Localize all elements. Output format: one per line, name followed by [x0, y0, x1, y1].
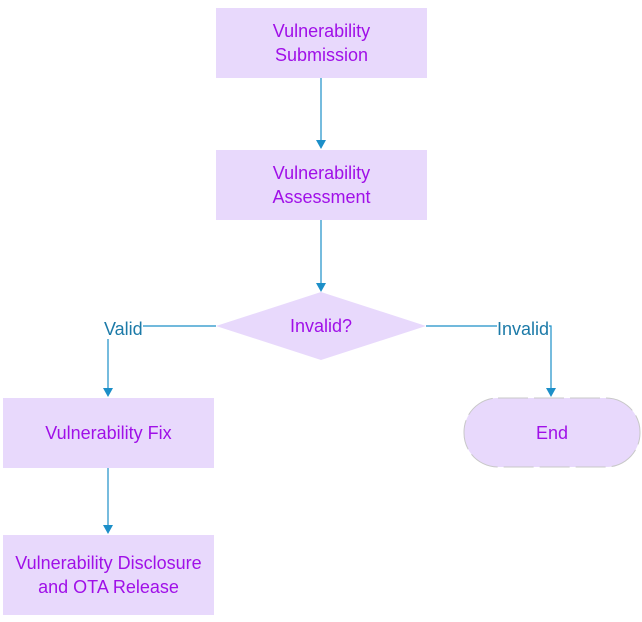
node-vulnerability-assessment[interactable]: Vulnerability Assessment	[216, 150, 427, 220]
edge-label-valid: Valid	[104, 319, 143, 339]
arrowhead-icon	[103, 525, 113, 534]
end-terminator[interactable]	[463, 397, 641, 468]
edge-decision-end	[426, 325, 552, 388]
arrowhead-icon	[546, 388, 556, 397]
edge-label-invalid: Invalid	[497, 319, 550, 339]
arrowhead-icon	[316, 140, 326, 149]
decision-diamond[interactable]	[216, 292, 426, 360]
node-label: Vulnerability Fix	[45, 423, 172, 443]
decision-label: Invalid?	[289, 316, 353, 336]
node-label: Vulnerability Submission	[272, 21, 371, 65]
arrowhead-icon	[103, 388, 113, 397]
end-label-container: End	[464, 398, 640, 467]
node-label: Vulnerability Assessment	[272, 163, 371, 207]
node-label: Vulnerability Disclosure and OTA Release	[15, 553, 202, 597]
node-label: End	[535, 422, 569, 443]
arrowhead-icon	[316, 283, 326, 292]
node-vulnerability-disclosure[interactable]: Vulnerability Disclosure and OTA Release	[3, 535, 214, 615]
node-vulnerability-fix[interactable]: Vulnerability Fix	[3, 398, 214, 468]
node-vulnerability-submission[interactable]: Vulnerability Submission	[216, 8, 427, 78]
